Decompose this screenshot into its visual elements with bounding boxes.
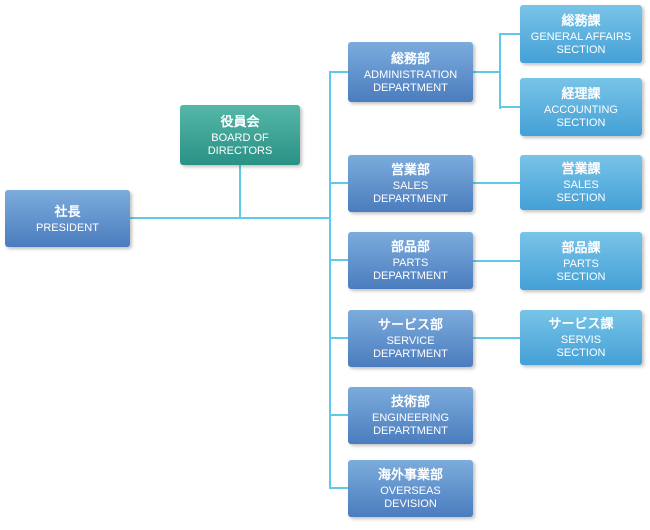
node-title: 営業課 bbox=[561, 161, 601, 176]
connector-admin-branch bbox=[473, 71, 500, 73]
node-subtitle: SERVICE DEPARTMENT bbox=[373, 335, 448, 360]
node-accounting-section: 経理課 ACCOUNTING SECTION bbox=[520, 78, 642, 136]
connector-stub-sales bbox=[329, 182, 349, 184]
node-parts-section: 部品課 PARTS SECTION bbox=[520, 232, 642, 290]
connector-stub-service bbox=[329, 337, 349, 339]
node-subtitle: ENGINEERING DEPARTMENT bbox=[371, 412, 449, 437]
node-general-affairs-section: 総務課 GENERAL AFFAIRS SECTION bbox=[520, 5, 642, 63]
node-title: 役員会 bbox=[220, 113, 260, 129]
node-subtitle: ACCOUNTING SECTION bbox=[544, 103, 618, 129]
node-title: 営業部 bbox=[390, 162, 430, 177]
node-subtitle: OVERSEAS DEVISION bbox=[380, 485, 441, 510]
node-subtitle: PARTS SECTION bbox=[556, 257, 606, 283]
connector-board-drop bbox=[239, 165, 241, 218]
node-subtitle: GENERAL AFFAIRS SECTION bbox=[530, 30, 632, 56]
node-title: 海外事業部 bbox=[377, 467, 443, 482]
node-subtitle: ADMINISTRATION DEPARTMENT bbox=[363, 68, 458, 94]
connector-stub-overseas bbox=[329, 487, 349, 489]
node-board-of-directors: 役員会 BOARD OF DIRECTORS bbox=[180, 105, 300, 165]
connector-stub-admin bbox=[329, 71, 349, 73]
connector-president-trunk bbox=[130, 217, 331, 219]
node-title: 経理課 bbox=[561, 85, 601, 101]
connector-sales-section bbox=[473, 182, 520, 184]
node-engineering-department: 技術部 ENGINEERING DEPARTMENT bbox=[348, 387, 473, 444]
node-sales-section: 営業課 SALES SECTION bbox=[520, 155, 642, 210]
node-title: 技術部 bbox=[390, 394, 430, 409]
connector-department-trunk bbox=[329, 71, 331, 489]
node-president: 社長 PRESIDENT bbox=[5, 190, 130, 247]
connector-service-section bbox=[473, 337, 520, 339]
node-title: 総務部 bbox=[390, 50, 430, 66]
connector-parts-section bbox=[473, 260, 520, 262]
connector-admin-section-trunk bbox=[499, 33, 501, 109]
node-title: サービス部 bbox=[377, 317, 443, 332]
node-subtitle: PARTS DEPARTMENT bbox=[373, 257, 448, 282]
connector-stub-general-affairs bbox=[499, 33, 520, 35]
node-subtitle: PRESIDENT bbox=[36, 221, 99, 234]
node-subtitle: SERVIS SECTION bbox=[556, 334, 606, 359]
node-subtitle: SALES DEPARTMENT bbox=[373, 180, 448, 205]
node-service-department: サービス部 SERVICE DEPARTMENT bbox=[348, 310, 473, 367]
node-overseas-division: 海外事業部 OVERSEAS DEVISION bbox=[348, 460, 473, 517]
node-service-section: サービス課 SERVIS SECTION bbox=[520, 310, 642, 365]
node-subtitle: BOARD OF DIRECTORS bbox=[207, 131, 273, 157]
connector-stub-parts bbox=[329, 259, 349, 261]
connector-stub-engineering bbox=[329, 414, 349, 416]
connector-stub-accounting bbox=[499, 106, 520, 108]
node-subtitle: SALES SECTION bbox=[556, 179, 606, 204]
node-title: 総務課 bbox=[561, 12, 601, 28]
node-title: 部品課 bbox=[561, 239, 601, 255]
node-sales-department: 営業部 SALES DEPARTMENT bbox=[348, 155, 473, 212]
node-administration-department: 総務部 ADMINISTRATION DEPARTMENT bbox=[348, 42, 473, 102]
node-title: 部品部 bbox=[390, 239, 430, 254]
node-title: 社長 bbox=[54, 203, 81, 219]
node-parts-department: 部品部 PARTS DEPARTMENT bbox=[348, 232, 473, 289]
node-title: サービス課 bbox=[548, 316, 614, 331]
